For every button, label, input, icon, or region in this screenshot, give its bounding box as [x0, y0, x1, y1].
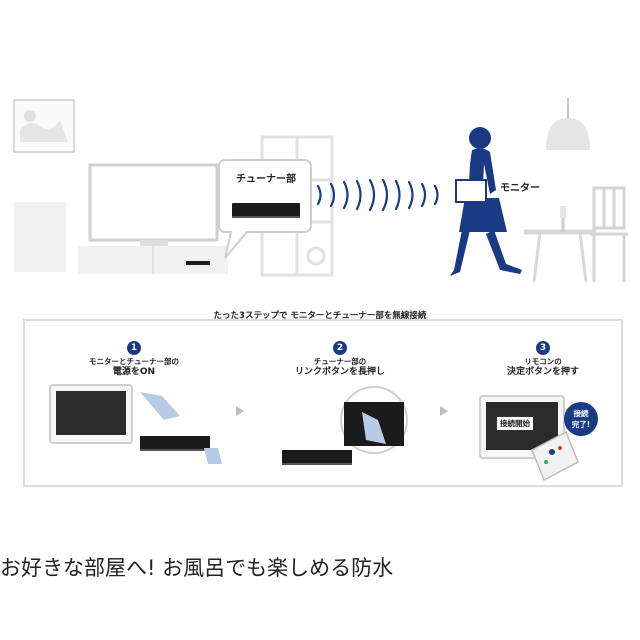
steps-title: たった3ステップで モニターとチューナー部を無線接続: [213, 311, 427, 321]
step-2-line2: リンクボタンを長押し: [294, 367, 385, 377]
badge-line1: 接続: [573, 409, 589, 418]
step-arrow-icon: [236, 406, 244, 416]
step1-illustration: [49, 384, 222, 464]
badge-line2: 完了!: [571, 420, 591, 429]
steps-panel: [23, 319, 623, 487]
step-arrow-icon: [440, 406, 448, 416]
connection-complete-badge: 接続 完了!: [564, 402, 598, 436]
step-1-line1: モニターとチューナー部の: [89, 357, 179, 366]
pendant-lamp: [546, 98, 590, 150]
chair: [590, 186, 628, 282]
picture-frame: [13, 99, 75, 153]
step-3-number: 3: [536, 341, 550, 355]
caption-text: お好きな部屋へ! お風呂でも楽しめる防水: [0, 556, 394, 580]
step2-illustration: [282, 386, 408, 465]
step-3-text: リモコンの 決定ボタンを押す: [473, 357, 613, 377]
step-2-number: 2: [333, 341, 347, 355]
dining-table: [524, 206, 596, 283]
monitor-label: モニター: [500, 183, 540, 194]
step-3-line2: 決定ボタンを押す: [506, 367, 579, 377]
screen-connect-message: 接続開始: [496, 416, 534, 431]
tuner-callout: [218, 159, 312, 259]
left-block: [14, 202, 66, 272]
step-3-line1: リモコンの: [524, 357, 562, 366]
tuner-label: チューナー部: [236, 174, 296, 185]
step-1-text: モニターとチューナー部の 電源をON: [64, 357, 204, 377]
step-2-line1: チューナー部の: [313, 357, 367, 366]
tv-set: [78, 163, 228, 274]
wireless-signal-waves: [316, 178, 439, 212]
step-1-line2: 電源をON: [112, 367, 156, 377]
woman-silhouette: [450, 127, 522, 276]
step-2-text: チューナー部の リンクボタンを長押し: [270, 357, 410, 377]
step-1-number: 1: [127, 341, 141, 355]
